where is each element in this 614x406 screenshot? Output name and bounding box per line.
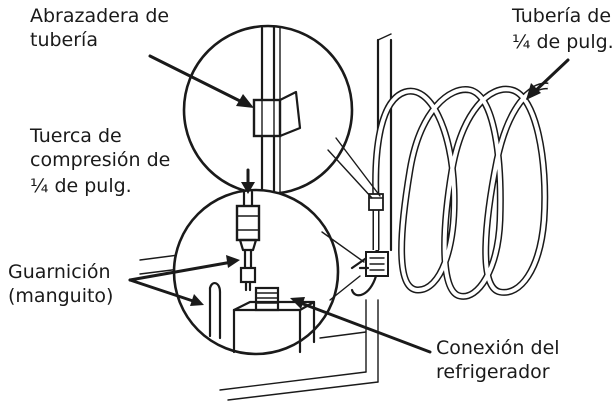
connection-zoom-line-2 (329, 275, 361, 301)
pipe-clamp-label-line1: Abrazadera de (30, 5, 169, 27)
fridge-connection-label-line1: Conexión del (436, 337, 560, 359)
nut-label-line1: Tuerca de (29, 125, 122, 147)
clamp-zoom-line-2 (335, 137, 381, 197)
tubing-label-line2: ¼ de pulg. (512, 31, 614, 53)
connection-detail-circle (172, 188, 340, 356)
sleeve-label-line1: Guarnición (8, 261, 111, 283)
connection-zoom-line (321, 231, 365, 263)
refrigerator-valve (350, 251, 389, 297)
clamp-zoom-line (327, 149, 373, 199)
sleeve-label-line2: (manguito) (8, 285, 113, 307)
nut-label-line3: ¼ de pulg. (30, 175, 132, 197)
nut-label-line2: compresión de (30, 149, 170, 171)
fridge-connection-label-line2: refrigerador (436, 361, 550, 383)
tubing-coil (372, 82, 549, 300)
tubing-label-line1: Tubería de (511, 5, 611, 27)
clamp-detail-circle (182, 24, 354, 196)
pipe-clamp-label-line2: tubería (30, 29, 98, 51)
leader-arrows (128, 54, 570, 354)
